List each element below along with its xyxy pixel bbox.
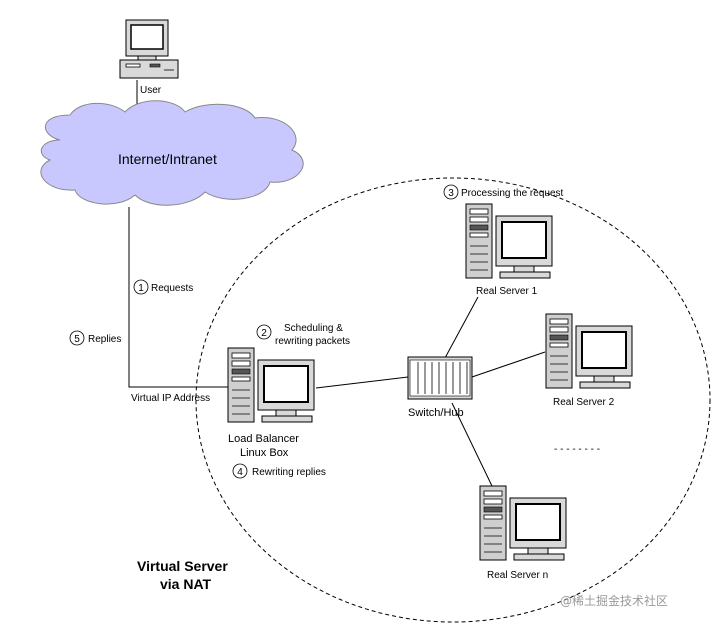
link-switch-server2 <box>471 351 546 378</box>
real-server-1-label: Real Server 1 <box>476 286 538 297</box>
title-line2: via NAT <box>160 576 212 592</box>
real-server-n-icon <box>479 485 567 561</box>
user-computer-icon <box>119 19 179 79</box>
step-5-number: 5 <box>74 334 80 345</box>
step-2-text-line1: Scheduling & <box>284 323 343 334</box>
watermark: @稀土掘金技术社区 <box>560 593 668 608</box>
load-balancer-label-line2: Linux Box <box>240 447 289 459</box>
step-5-marker <box>69 330 85 346</box>
step-3-text: Processing the request <box>461 188 564 199</box>
step-2-number: 2 <box>261 328 267 339</box>
virtual-server-boundary <box>195 177 711 623</box>
step-1-marker <box>133 279 149 295</box>
load-balancer-server-icon <box>227 347 315 423</box>
step-3-number: 3 <box>448 188 454 199</box>
more-servers-ellipsis: - - - - - - - - <box>554 444 600 455</box>
step-4-number: 4 <box>237 467 243 478</box>
title-line1: Virtual Server <box>137 558 228 574</box>
user-label: User <box>140 85 162 96</box>
step-5-text: Replies <box>88 334 121 345</box>
switch-label: Switch/Hub <box>408 407 464 419</box>
virtual-ip-label: Virtual IP Address <box>131 393 210 404</box>
real-server-2-label: Real Server 2 <box>553 397 615 408</box>
link-switch-servern <box>451 402 493 487</box>
step-1-number: 1 <box>138 283 144 294</box>
real-server-n-label: Real Server n <box>487 570 548 581</box>
switch-hub-icon <box>407 356 473 400</box>
link-switch-server1 <box>444 296 479 359</box>
internet-cloud-icon <box>40 100 304 206</box>
load-balancer-label-line1: Load Balancer <box>228 433 299 445</box>
link-loadbalancer-switch <box>315 376 409 389</box>
real-server-1-icon <box>465 203 553 279</box>
step-1-text: Requests <box>151 283 193 294</box>
cloud-label: Internet/Intranet <box>118 151 217 167</box>
real-server-2-icon <box>545 313 633 389</box>
step-4-text: Rewriting replies <box>252 467 326 478</box>
step-3-marker <box>443 184 459 200</box>
step-2-marker <box>256 324 272 340</box>
link-cloud-loadbalancer <box>128 207 228 388</box>
step-2-text-line2: rewriting packets <box>275 336 350 347</box>
step-4-marker <box>232 463 248 479</box>
